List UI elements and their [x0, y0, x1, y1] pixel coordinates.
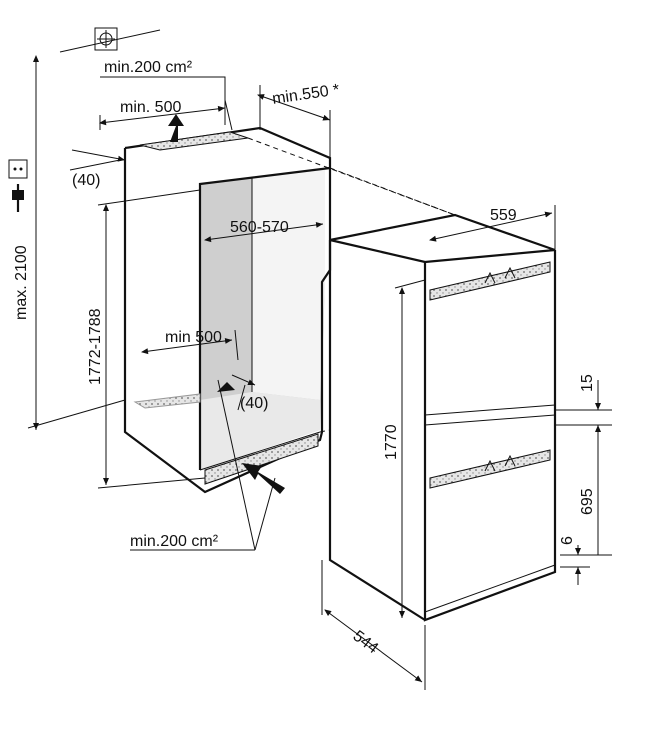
niche-depth-label: min.550 *: [271, 82, 340, 108]
socket-height-dimension: max. 2100: [13, 55, 126, 430]
bottom-offset-label: (40): [240, 395, 268, 412]
base-gap-label: 6: [559, 536, 576, 545]
niche-width-label: 560-570: [230, 219, 289, 236]
socket-icon: [59, 27, 161, 53]
appliance-height-label: 1770: [383, 424, 400, 460]
vent-top-area-label: min.200 cm²: [104, 59, 193, 76]
socket-height-label: max. 2100: [13, 245, 30, 320]
appliance: [328, 213, 557, 622]
plug-icon: [8, 159, 28, 212]
top-offset-label: (40): [72, 172, 100, 189]
niche: [123, 126, 332, 494]
vent-bottom-area-label: min.200 cm²: [130, 533, 219, 550]
vent-top-depth-label: min. 500: [120, 99, 181, 116]
niche-height-label: 1772-1788: [87, 308, 104, 385]
lower-door-height-label: 695: [579, 488, 596, 515]
door-gap-label: 15: [579, 374, 596, 392]
appliance-width-label: 559: [490, 207, 517, 224]
vent-bottom-depth-label: min 500: [165, 329, 222, 346]
